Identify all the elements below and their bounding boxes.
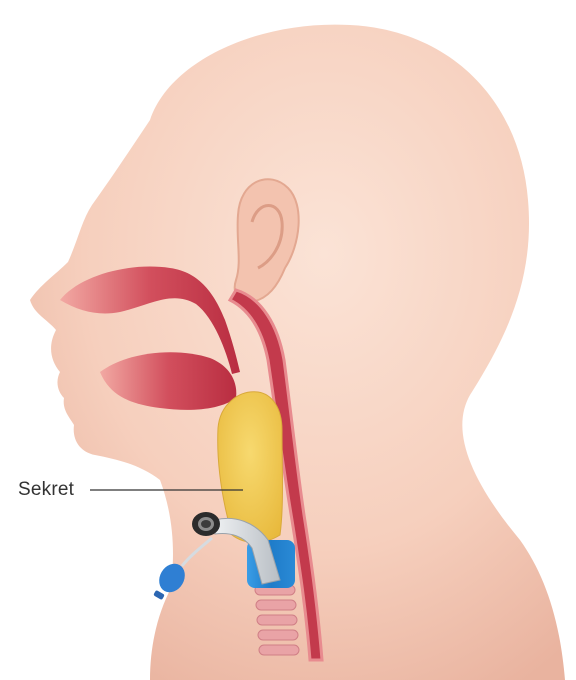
tube-connector	[192, 512, 220, 536]
sekret-label: Sekret	[18, 479, 74, 501]
head-silhouette	[30, 25, 565, 680]
